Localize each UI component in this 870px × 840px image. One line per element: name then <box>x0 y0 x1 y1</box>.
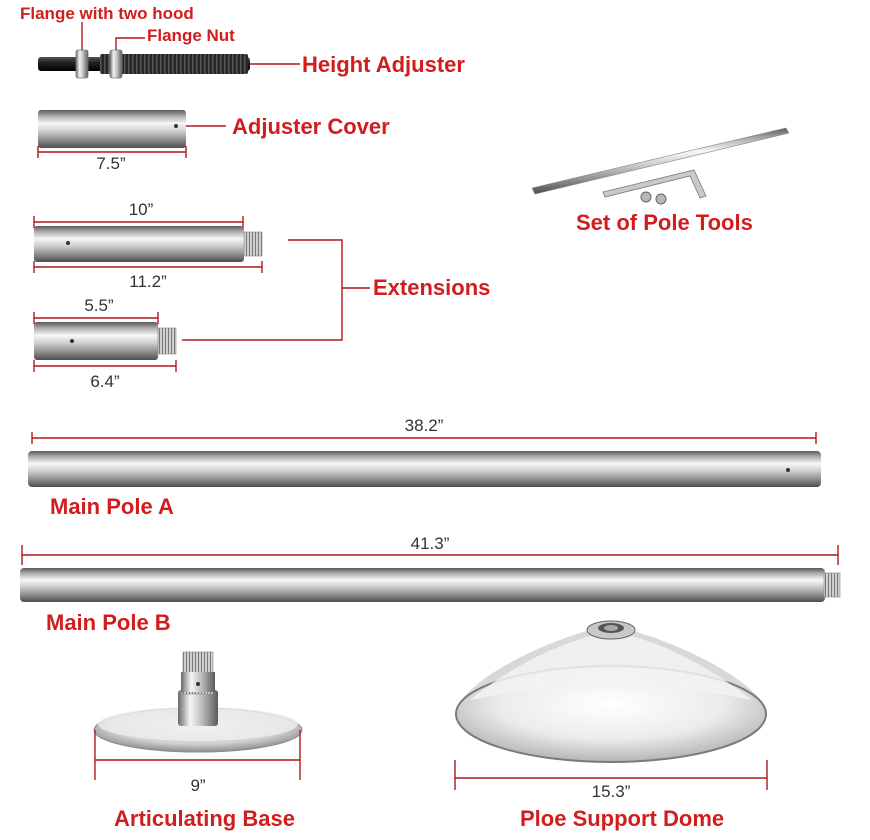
dim-ext2-body: 5.5” <box>84 296 114 315</box>
dim-ext1-total: 11.2” <box>129 272 167 291</box>
dim-dome: 15.3” <box>591 782 631 801</box>
dim-base: 9” <box>190 776 206 795</box>
label-extensions: Extensions <box>373 275 491 300</box>
label-height-adjuster: Height Adjuster <box>302 52 465 77</box>
label-flange-nut: Flange Nut <box>147 26 235 45</box>
label-adjuster-cover: Adjuster Cover <box>232 114 390 139</box>
dim-pole-a: 38.2” <box>404 416 444 435</box>
screw-icon <box>640 191 667 205</box>
main-pole-b <box>20 545 841 602</box>
label-articulating-base: Articulating Base <box>114 806 295 831</box>
articulating-base <box>93 651 303 780</box>
label-flange-hood: Flange with two hood <box>20 4 194 23</box>
label-main-pole-b: Main Pole B <box>46 610 171 635</box>
dim-ext1-body: 10” <box>128 200 154 219</box>
dim-cover: 7.5” <box>96 154 126 173</box>
label-support-dome: Ploe Support Dome <box>520 806 725 831</box>
label-main-pole-a: Main Pole A <box>50 494 174 519</box>
adjuster-cover <box>37 110 226 158</box>
extensions-bracket <box>182 239 370 341</box>
pole-tools <box>531 127 790 205</box>
main-pole-a <box>28 432 821 487</box>
extension-short <box>33 312 177 372</box>
height-adjuster <box>38 22 300 79</box>
dim-ext2-total: 6.4” <box>90 372 120 391</box>
support-dome <box>454 620 768 790</box>
dim-pole-b: 41.3” <box>410 534 450 553</box>
label-pole-tools: Set of Pole Tools <box>576 210 753 235</box>
extension-long <box>33 216 263 273</box>
